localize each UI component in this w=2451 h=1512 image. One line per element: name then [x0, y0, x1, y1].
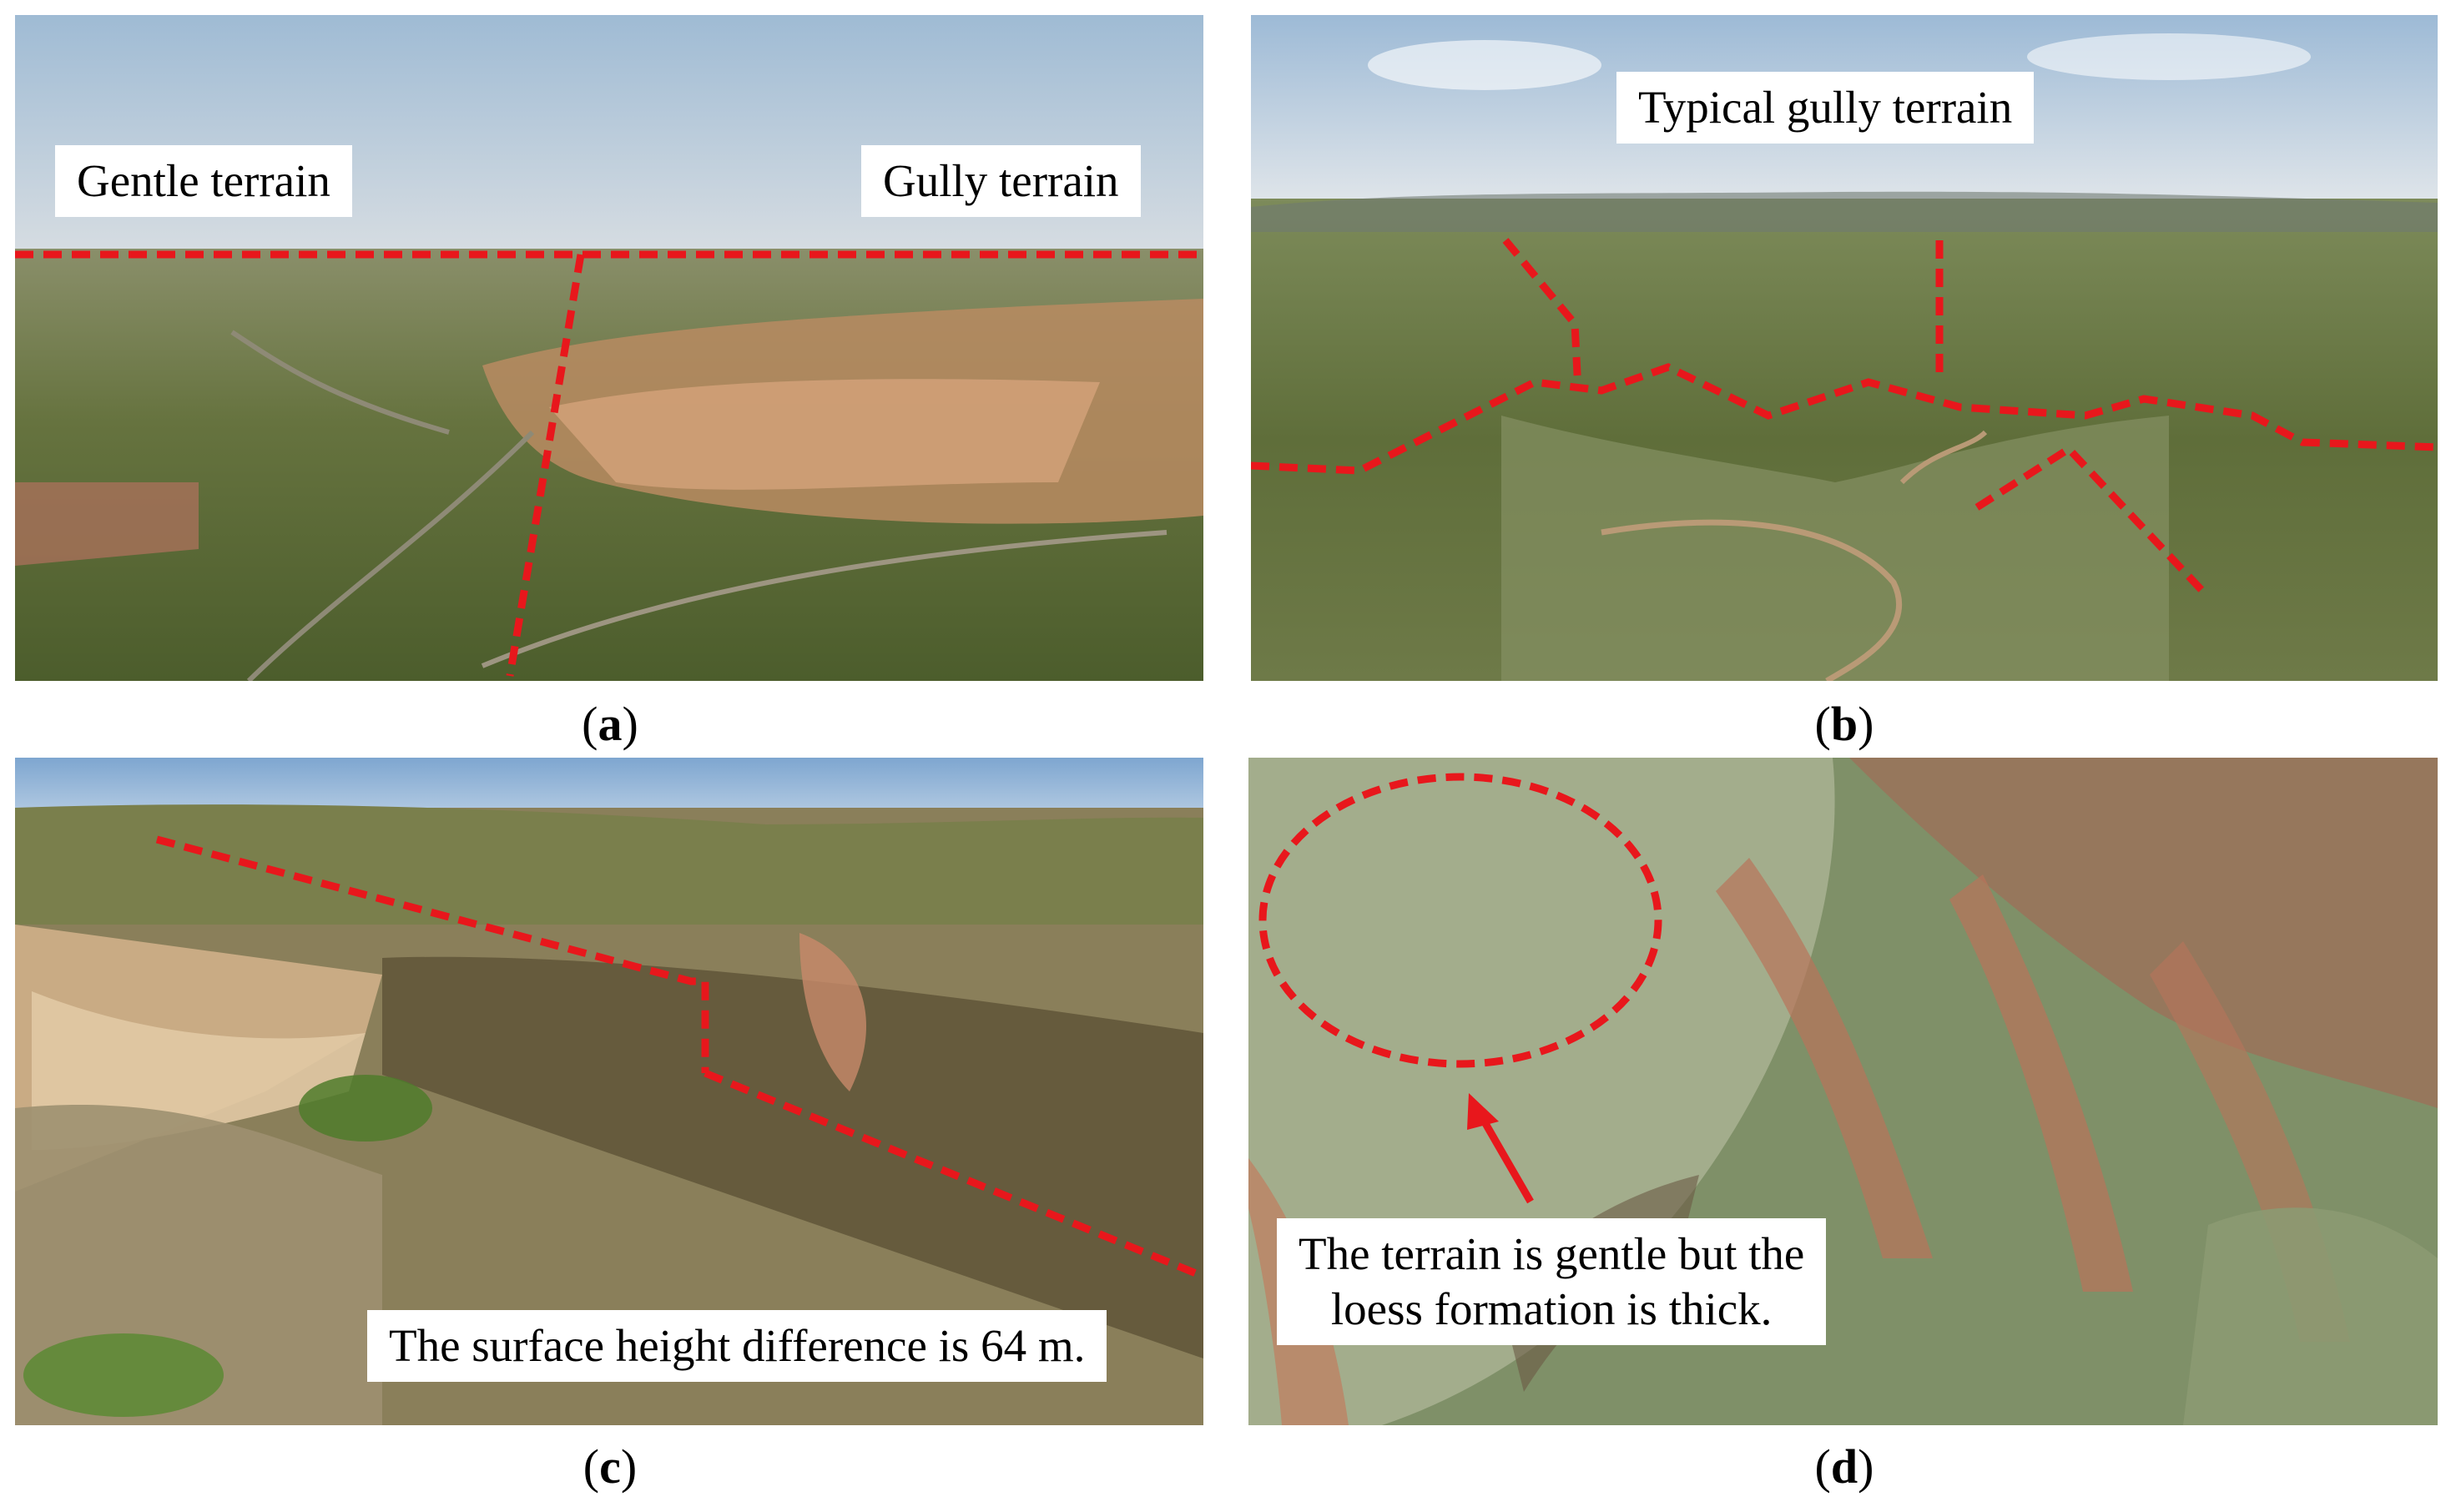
dashed-line-gully-left [1502, 238, 1582, 391]
label-typical-gully-terrain: Typical gully terrain [1616, 72, 2035, 144]
dashed-line-upper-surface [155, 835, 709, 1073]
label-surface-height-difference: The surface height difference is 64 m. [367, 1310, 1107, 1382]
label-gentle-terrain: Gentle terrain [55, 145, 352, 217]
label-loess-line-1: The terrain is gentle but the [1299, 1228, 1805, 1279]
label-loess-line-2: loess formation is thick. [1330, 1283, 1773, 1334]
photo-panel-b: Typical gully terrain [1251, 15, 2438, 681]
caption-d: (d) [1814, 1439, 1874, 1494]
photo-a-scene [15, 15, 1203, 681]
label-loess-formation: The terrain is gentle but the loess form… [1277, 1218, 1827, 1345]
photo-panel-d: The terrain is gentle but the loess form… [1248, 758, 2438, 1425]
photo-panel-c: The surface height difference is 64 m. [15, 758, 1203, 1425]
label-gully-terrain: Gully terrain [861, 145, 1141, 217]
dashed-line-divider [506, 254, 585, 677]
dashed-line-gully-right [1974, 444, 2206, 594]
caption-c: (c) [582, 1439, 638, 1494]
photo-panel-a: Gentle terrain Gully terrain [15, 15, 1203, 681]
arrow-pointer [1467, 1093, 1534, 1204]
dashed-line-ridge [1251, 363, 2438, 475]
dashed-line-lower-surface [704, 1069, 1202, 1279]
dashed-ellipse-gentle-area [1258, 773, 1662, 1068]
caption-b: (b) [1814, 697, 1874, 751]
caption-a: (a) [582, 697, 638, 751]
